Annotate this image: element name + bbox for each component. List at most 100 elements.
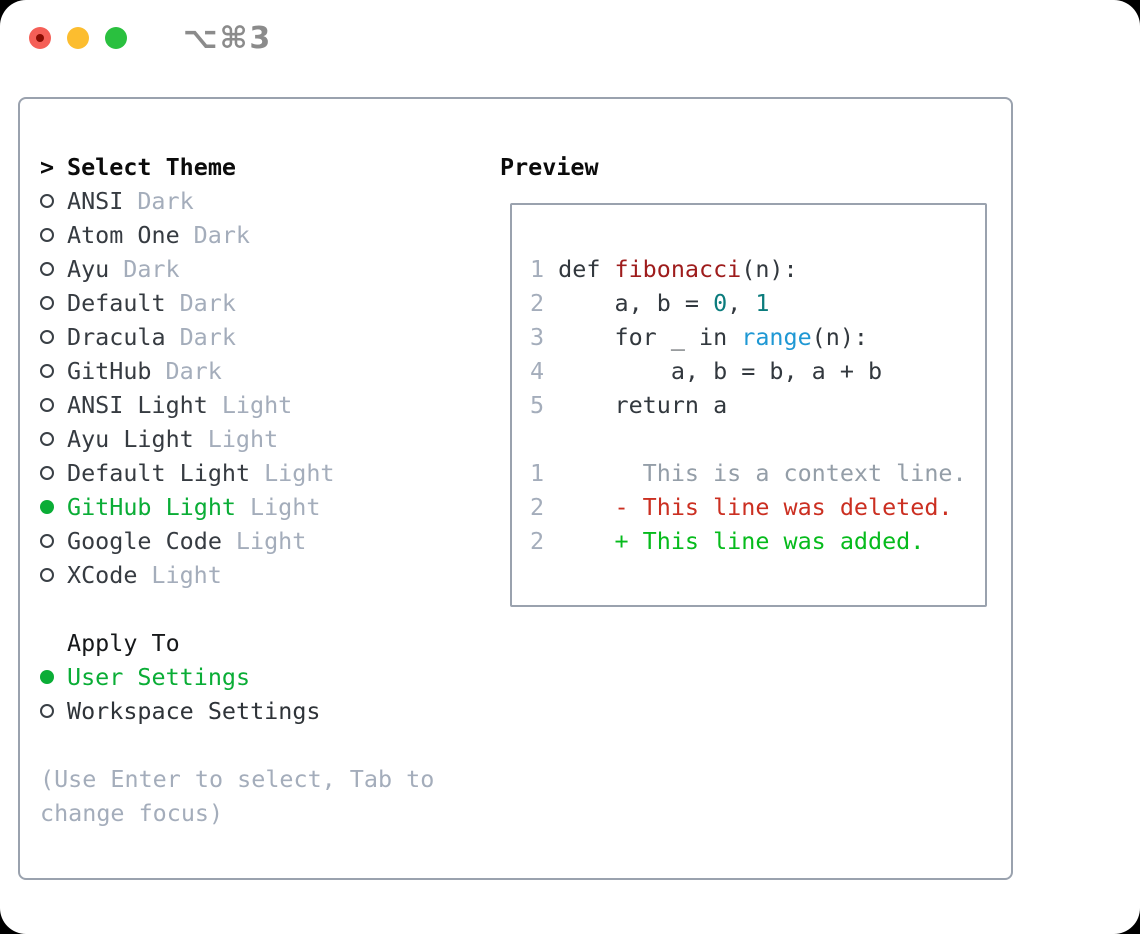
apply-to-header: Apply To	[40, 626, 434, 660]
radio-marker	[40, 330, 67, 344]
theme-name: Google Code	[67, 527, 222, 555]
theme-variant-tag: Light	[221, 391, 293, 419]
theme-option-atom-one-dark[interactable]: Atom One Dark	[40, 218, 434, 252]
code-token-plain: (n):	[811, 323, 869, 351]
radio-unselected-icon	[40, 262, 54, 276]
code-line: 1 This is a context line.	[530, 456, 985, 490]
code-line: 3 for _ in range(n):	[530, 320, 985, 354]
radio-marker	[40, 296, 67, 310]
radio-unselected-icon	[40, 704, 54, 718]
radio-unselected-icon	[40, 330, 54, 344]
radio-marker	[40, 432, 67, 446]
code-token-builtin: range	[741, 323, 812, 351]
theme-name: Ayu	[67, 255, 110, 283]
line-number: 2	[530, 289, 559, 317]
apply-option-label: Workspace Settings	[67, 697, 321, 725]
code-line: 4 a, b = b, a + b	[530, 354, 985, 388]
theme-option-xcode-light[interactable]: XCode Light	[40, 558, 434, 592]
radio-marker	[40, 568, 67, 582]
theme-variant-tag: Light	[250, 493, 321, 521]
footer-hint-line-1-text: (Use Enter to select, Tab to	[40, 765, 435, 793]
theme-option-dracula-dark[interactable]: Dracula Dark	[40, 320, 434, 354]
preview-title: Preview	[500, 153, 599, 181]
radio-unselected-icon	[40, 432, 54, 446]
line-number: 1	[530, 255, 559, 283]
theme-variant-tag: Light	[151, 561, 222, 589]
radio-selected-icon	[40, 500, 54, 514]
prompt-caret-icon: >	[40, 153, 55, 181]
radio-marker	[40, 466, 67, 480]
theme-name: ANSI Light	[67, 391, 208, 419]
code-line: 2 + This line was added.	[530, 524, 985, 558]
radio-marker	[40, 262, 67, 276]
theme-variant-tag: Light	[264, 459, 335, 487]
theme-option-google-code-light[interactable]: Google Code Light	[40, 524, 434, 558]
theme-name: Atom One	[67, 221, 180, 249]
code-token-plain: ,	[727, 289, 756, 317]
radio-marker	[40, 194, 67, 208]
zoom-button-icon[interactable]	[105, 27, 127, 49]
theme-option-default-light-light[interactable]: Default Light Light	[40, 456, 434, 490]
radio-marker	[40, 228, 67, 242]
radio-unselected-icon	[40, 534, 54, 548]
line-number: 3	[530, 323, 559, 351]
radio-marker	[40, 704, 67, 718]
theme-name: Dracula	[67, 323, 166, 351]
spacer-row	[40, 728, 434, 762]
code-token-deleted: - This line was deleted.	[558, 493, 953, 521]
line-number: 5	[530, 391, 559, 419]
titlebar: ⌥⌘3	[29, 21, 272, 56]
theme-option-ansi-light-light[interactable]: ANSI Light Light	[40, 388, 434, 422]
theme-variant-tag: Dark	[193, 221, 251, 249]
radio-unselected-icon	[40, 398, 54, 412]
code-token-added: + This line was added.	[558, 527, 925, 555]
theme-variant-tag: Dark	[137, 187, 194, 215]
radio-unselected-icon	[40, 194, 54, 208]
theme-name: Default	[67, 289, 166, 317]
theme-list-title: Select Theme	[67, 153, 236, 181]
close-button-icon[interactable]	[29, 27, 51, 49]
code-line: 5 return a	[530, 388, 985, 422]
apply-option-user-settings[interactable]: User Settings	[40, 660, 434, 694]
theme-name: Default Light	[67, 459, 251, 487]
theme-name: XCode	[67, 561, 138, 589]
code-token-func: fibonacci	[614, 255, 742, 283]
minimize-button-icon[interactable]	[67, 27, 89, 49]
theme-variant-tag: Dark	[179, 289, 236, 317]
code-token-number: 0	[713, 289, 728, 317]
footer-hint-line-1: (Use Enter to select, Tab to	[40, 762, 434, 796]
code-blank-line	[530, 422, 985, 456]
code-token-number: 1	[755, 289, 770, 317]
radio-unselected-icon	[40, 568, 54, 582]
radio-unselected-icon	[40, 466, 54, 480]
radio-marker	[40, 500, 67, 514]
apply-to-title: Apply To	[67, 629, 180, 657]
code-line: 1 def fibonacci(n):	[530, 252, 985, 286]
theme-variant-tag: Dark	[179, 323, 236, 351]
code-token-plain: a, b = b, a + b	[558, 357, 883, 385]
theme-name: GitHub Light	[67, 493, 236, 521]
spacer-row	[40, 592, 434, 626]
apply-option-workspace-settings[interactable]: Workspace Settings	[40, 694, 434, 728]
code-token-context: This is a context line.	[558, 459, 967, 487]
code-line: 2 a, b = 0, 1	[530, 286, 985, 320]
theme-option-github-light-light[interactable]: GitHub Light Light	[40, 490, 434, 524]
code-token-plain: (n):	[741, 255, 798, 283]
radio-marker	[40, 364, 67, 378]
radio-selected-icon	[40, 670, 54, 684]
line-number: 2	[530, 527, 559, 555]
apply-option-label: User Settings	[67, 663, 251, 691]
theme-name: GitHub	[67, 357, 152, 385]
radio-unselected-icon	[40, 296, 54, 310]
theme-variant-tag: Light	[235, 527, 307, 555]
theme-name: Ayu Light	[67, 425, 194, 453]
code-token-plain: def	[558, 255, 615, 283]
theme-option-default-dark[interactable]: Default Dark	[40, 286, 434, 320]
